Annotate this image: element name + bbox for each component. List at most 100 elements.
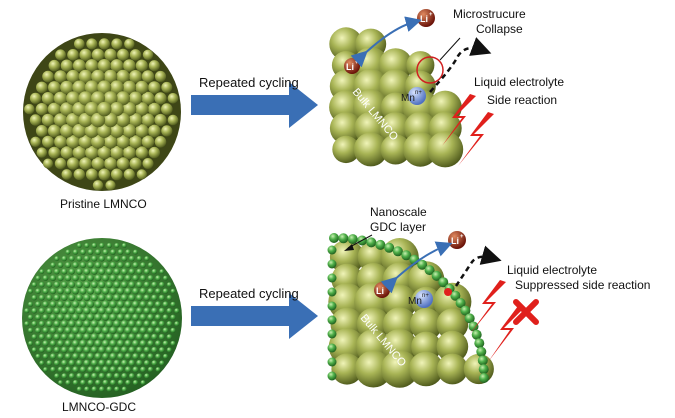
bead	[174, 321, 179, 326]
bead	[28, 315, 33, 320]
bead	[68, 320, 75, 327]
bead	[148, 103, 161, 116]
bead	[39, 308, 45, 314]
bead	[110, 262, 116, 268]
bead	[69, 256, 75, 262]
bead	[328, 372, 337, 381]
bead	[79, 157, 92, 170]
bead	[144, 347, 150, 353]
bead	[67, 49, 79, 61]
bead	[111, 38, 122, 49]
bead	[69, 347, 76, 354]
bead	[114, 243, 119, 248]
bead	[91, 333, 98, 340]
bead	[39, 269, 44, 274]
svg-text:Mn: Mn	[401, 93, 415, 104]
bead	[99, 38, 110, 49]
bead	[32, 347, 37, 352]
bead	[155, 314, 161, 320]
bead	[114, 268, 121, 275]
bead	[113, 294, 120, 301]
bead	[32, 308, 38, 314]
bead	[80, 327, 87, 334]
bead	[57, 275, 63, 281]
bead	[113, 307, 120, 314]
bead	[55, 158, 66, 169]
bead	[155, 354, 161, 360]
li-ion-icon: Li +	[417, 9, 435, 27]
bead	[159, 321, 165, 327]
bead	[91, 360, 98, 367]
bead	[88, 249, 94, 255]
bead	[72, 314, 79, 321]
bead	[133, 262, 139, 268]
svg-text:n+: n+	[422, 293, 429, 299]
bead	[98, 294, 105, 301]
bead	[35, 288, 41, 294]
bead	[76, 268, 82, 274]
bead	[132, 314, 139, 321]
bead	[50, 327, 56, 333]
bead	[168, 115, 179, 126]
bead	[107, 243, 112, 248]
bead	[54, 347, 60, 353]
bead	[55, 49, 66, 60]
bead	[42, 114, 55, 127]
bead	[151, 295, 157, 301]
bead	[91, 320, 98, 327]
bead	[80, 380, 86, 386]
svg-text:+: +	[355, 60, 359, 66]
bead	[170, 328, 175, 333]
bead	[79, 49, 91, 61]
blocked-site-marker	[444, 288, 452, 296]
bead	[144, 360, 150, 366]
bead	[125, 327, 132, 334]
bead	[87, 327, 94, 334]
svg-text:n+: n+	[415, 90, 422, 96]
bead	[83, 320, 90, 327]
pristine-caption: Pristine LMNCO	[60, 197, 147, 211]
bead	[99, 360, 106, 367]
top-electrolyte-label: Liquid electrolyte	[474, 75, 564, 89]
bead	[43, 340, 49, 346]
bead	[69, 373, 75, 379]
bead	[72, 301, 79, 308]
bead	[72, 366, 78, 372]
bead	[87, 366, 93, 372]
bead	[65, 340, 72, 347]
bead	[328, 274, 337, 283]
bead	[121, 333, 128, 340]
bead	[129, 347, 136, 354]
bead	[136, 269, 142, 275]
bead	[84, 373, 90, 379]
bead	[54, 282, 60, 288]
bead	[110, 288, 117, 295]
bead	[136, 360, 142, 366]
bead	[87, 275, 94, 282]
bead	[91, 281, 98, 288]
bead	[170, 315, 175, 320]
bead	[130, 158, 142, 170]
bead	[42, 92, 55, 105]
bead	[36, 82, 48, 94]
bead	[61, 360, 67, 366]
bead	[155, 275, 161, 281]
bead	[375, 240, 385, 250]
bead	[54, 334, 61, 341]
bead	[137, 169, 147, 179]
bead	[61, 320, 68, 327]
bead	[125, 301, 132, 308]
bead	[110, 380, 116, 386]
bead	[148, 353, 154, 359]
bead	[95, 249, 101, 255]
bead	[54, 308, 61, 315]
bead	[156, 367, 161, 372]
bead	[91, 268, 98, 275]
bead	[76, 347, 83, 354]
bead	[125, 288, 132, 295]
bead	[147, 314, 154, 321]
bead	[76, 360, 82, 366]
bead	[114, 256, 120, 262]
bead	[65, 353, 71, 359]
bead	[106, 307, 113, 314]
